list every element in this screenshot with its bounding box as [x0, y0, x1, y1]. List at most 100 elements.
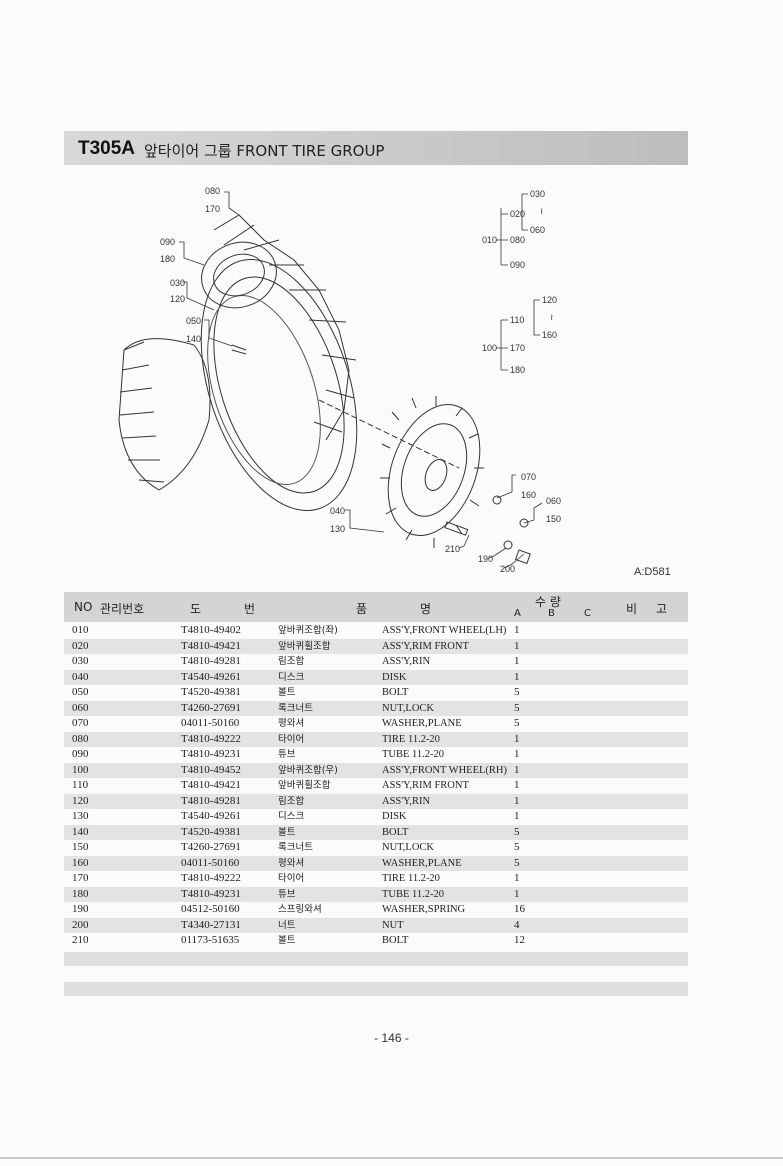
row-part-number: T4540-49261 — [181, 670, 241, 683]
row-qty-a: 1 — [514, 794, 520, 807]
callout-150: 150 — [546, 514, 561, 524]
section-title-bar: T305A 앞타이어 그룹 FRONT TIRE GROUP — [64, 131, 688, 165]
row-korean-name: 디스크 — [278, 811, 305, 822]
row-english-name: NUT — [382, 919, 404, 931]
row-korean-name: 타이어 — [278, 733, 305, 745]
header-myeong: 명 — [420, 602, 432, 616]
header-pum: 품 — [356, 602, 368, 616]
row-korean-name: 타이어 — [278, 873, 305, 884]
tree2-160: 160 — [542, 330, 557, 340]
row-no: 110 — [72, 779, 89, 791]
row-english-name: ASS'Y,FRONT WHEEL(LH) — [382, 625, 507, 636]
row-part-number: T4340-27131 — [181, 918, 241, 931]
row-no: 170 — [72, 872, 89, 884]
tree2-170: 170 — [510, 343, 525, 353]
row-no: 040 — [72, 670, 89, 683]
row-english-name: WASHER,PLANE — [382, 857, 462, 869]
row-qty-a: 1 — [514, 872, 520, 884]
row-english-name: WASHER,SPRING — [382, 904, 466, 915]
row-part-number: T4810-49231 — [181, 748, 241, 760]
page-number: - 146 - — [374, 1031, 409, 1045]
callout-050: 050 — [186, 316, 201, 326]
assembly-tree-2: 100 110 120 ≀ 160 170 180 — [482, 295, 557, 375]
row-qty-a: 1 — [514, 732, 520, 745]
row-qty-a: 1 — [514, 779, 520, 791]
row-part-number: T4810-49231 — [181, 887, 241, 900]
table-filler-row — [64, 952, 688, 966]
row-english-name: ASS'Y,RIM FRONT — [382, 640, 469, 652]
row-part-number: T4260-27691 — [181, 701, 241, 714]
diagram-reference: A:D581 — [634, 566, 671, 578]
section-title: 앞타이어 그룹 FRONT TIRE GROUP — [144, 142, 385, 160]
row-no: 180 — [72, 887, 89, 900]
row-part-number: T4810-49222 — [181, 872, 241, 884]
header-beon: 번 — [244, 602, 256, 616]
callout-070: 070 — [521, 472, 536, 482]
row-part-number: T4810-49281 — [181, 655, 241, 667]
tree1-030: 030 — [530, 189, 545, 199]
row-qty-a: 5 — [514, 841, 520, 853]
row-no: 020 — [72, 639, 89, 652]
row-english-name: NUT,LOCK — [382, 702, 435, 714]
callout-190: 190 — [478, 554, 493, 564]
row-english-name: DISK — [382, 671, 407, 683]
row-part-number: T4520-49381 — [181, 825, 241, 838]
row-korean-name: 평와셔 — [278, 857, 305, 869]
tree1-080: 080 — [510, 235, 525, 245]
tree1-020: 020 — [510, 209, 525, 219]
row-no: 080 — [72, 732, 89, 745]
tree2-root: 100 — [482, 343, 497, 353]
tire-drawing — [118, 214, 531, 565]
row-qty-a: 1 — [514, 887, 520, 900]
row-part-number: T4540-49261 — [181, 810, 241, 822]
row-korean-name: 볼트 — [278, 826, 296, 838]
row-no: 150 — [72, 841, 89, 853]
row-english-name: BOLT — [382, 935, 409, 946]
row-korean-name: 디스크 — [278, 671, 305, 683]
row-english-name: BOLT — [382, 826, 409, 838]
row-korean-name: 평와셔 — [278, 718, 305, 729]
row-qty-a: 1 — [514, 810, 520, 822]
row-qty-a: 1 — [514, 763, 520, 776]
exploded-parts-diagram: 080 170 090 180 030 120 050 140 040 130 … — [118, 186, 561, 574]
section-code: T305A — [78, 138, 136, 159]
row-english-name: BOLT — [382, 687, 409, 698]
row-qty-a: 5 — [514, 686, 520, 698]
row-qty-a: 1 — [514, 639, 520, 652]
row-korean-name: 림조합 — [278, 795, 305, 807]
row-korean-name: 볼트 — [278, 687, 296, 698]
tree1-060: 060 — [530, 225, 545, 235]
row-english-name: TUBE 11.2-20 — [382, 888, 445, 900]
row-no: 200 — [72, 918, 89, 931]
row-korean-name: 볼트 — [278, 935, 296, 946]
row-korean-name: 림조합 — [278, 656, 305, 667]
callout-090: 090 — [160, 237, 175, 247]
row-no: 190 — [72, 903, 89, 915]
callout-200: 200 — [500, 564, 515, 574]
row-no: 100 — [72, 763, 89, 776]
callout-030: 030 — [170, 278, 185, 288]
row-no: 120 — [72, 794, 89, 807]
row-english-name: TIRE 11.2-20 — [382, 733, 440, 745]
callout-160: 160 — [521, 490, 536, 500]
row-korean-name: 너트 — [278, 919, 296, 931]
row-english-name: DISK — [382, 811, 407, 822]
callout-120: 120 — [170, 294, 185, 304]
row-korean-name: 앞바퀴조합(좌) — [278, 625, 338, 636]
row-part-number: T4810-49421 — [181, 779, 241, 791]
row-no: 210 — [72, 934, 89, 946]
